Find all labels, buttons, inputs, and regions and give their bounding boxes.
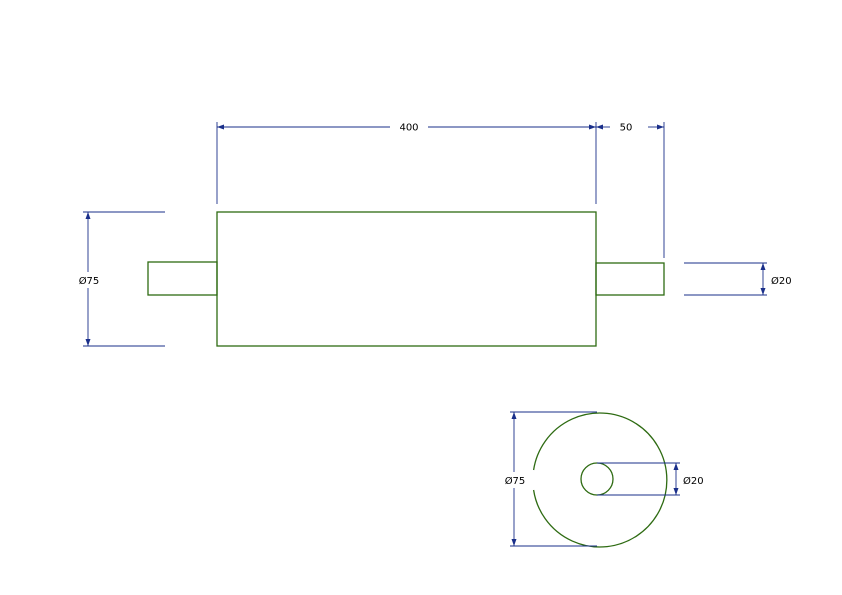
end-view [532,412,668,548]
arrowhead [85,212,91,219]
arrowhead [596,124,603,130]
arrowhead [85,339,91,346]
roller-body [216,211,597,347]
dimension-bore-diameter: Ø20 [597,462,704,496]
dimension-shaft-diameter: Ø20 [684,262,792,296]
right-shaft [595,262,665,296]
arrowhead [589,124,596,130]
shaft-diameter-label: Ø20 [771,275,792,287]
outer-circle [532,412,668,548]
body-length-label: 400 [399,123,418,134]
arrowhead [673,488,679,495]
outer-diameter-label: Ø75 [505,475,526,487]
arrowhead [511,539,517,546]
dimension-body-diameter: Ø75 [79,211,165,347]
arrowhead [673,463,679,470]
arrowhead [760,263,766,270]
bore-circle [580,462,614,496]
dimension-outer-diameter: Ø75 [505,411,597,547]
left-shaft [147,261,218,296]
arrowhead [217,124,224,130]
arrowhead [511,412,517,419]
body-diameter-label: Ø75 [79,275,100,287]
front-view [147,211,665,347]
arrowhead [760,288,766,295]
bore-diameter-label: Ø20 [683,475,704,487]
dimension-body-length: 400 [216,122,597,204]
shaft-length-label: 50 [620,123,633,134]
dimension-shaft-length: 50 [596,122,665,258]
arrowhead [657,124,664,130]
